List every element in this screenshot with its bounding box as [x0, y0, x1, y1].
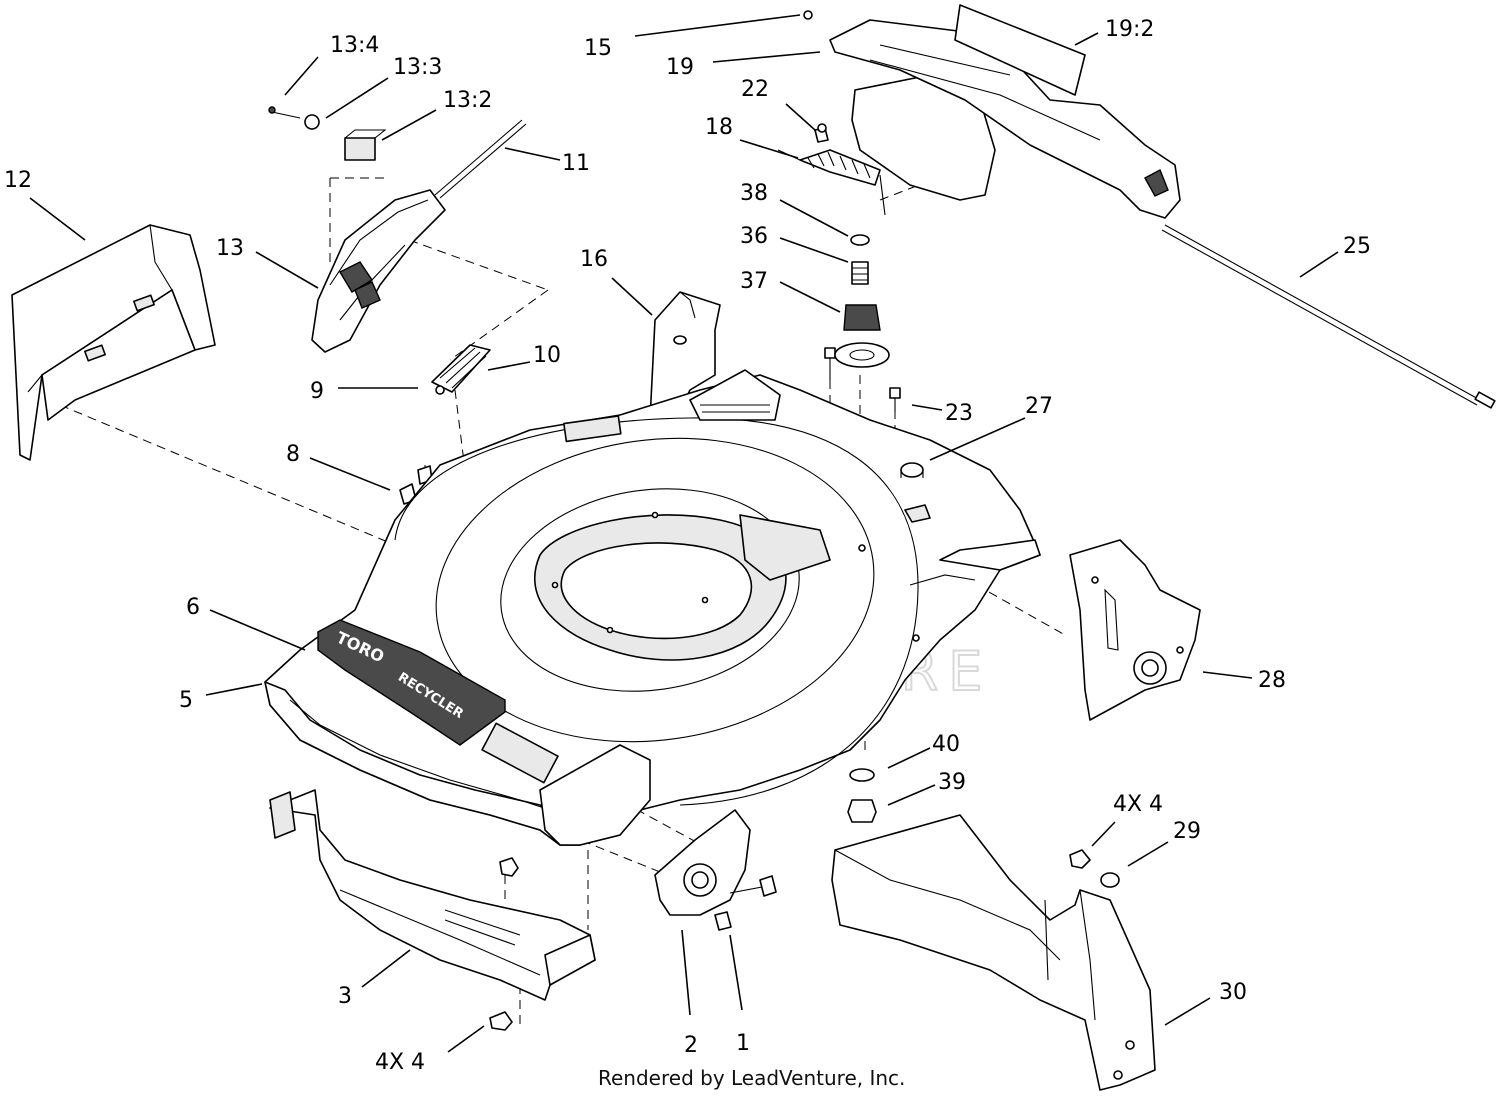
- discharge-door: [829, 4, 1181, 219]
- callout-12: 12: [4, 168, 32, 193]
- callout-labels: 13:4 13:3 13:2 12 11 13 15 19 19:2 22 18…: [4, 17, 1371, 1075]
- baffle-nut: [489, 1011, 513, 1031]
- callout-39: 39: [938, 770, 966, 795]
- callout-19-2: 19:2: [1105, 17, 1154, 42]
- callout-18: 18: [705, 115, 733, 140]
- callout-8: 8: [286, 442, 300, 467]
- callout-10: 10: [533, 343, 561, 368]
- hinge-pin: [803, 10, 813, 20]
- leader-lines: [29, 14, 1339, 1053]
- callout-15: 15: [584, 36, 612, 61]
- spring-screw: [814, 123, 829, 143]
- rear-flap: [11, 224, 216, 461]
- torsion-spring: [777, 149, 886, 216]
- callout-25: 25: [1343, 234, 1371, 259]
- deck-plug: [900, 462, 924, 478]
- height-adjust-lever: [268, 106, 446, 353]
- callout-22: 22: [741, 77, 769, 102]
- callout-40: 40: [932, 732, 960, 757]
- right-height-bracket: [1069, 539, 1201, 721]
- callout-13-2: 13:2: [443, 88, 492, 113]
- callout-19: 19: [666, 55, 694, 80]
- callout-37: 37: [740, 269, 768, 294]
- callout-11: 11: [562, 151, 590, 176]
- callout-28: 28: [1258, 668, 1286, 693]
- latch-spring: [431, 344, 491, 395]
- callout-16: 16: [580, 247, 608, 272]
- axle-hardware: [847, 768, 877, 823]
- callout-27: 27: [1025, 394, 1053, 419]
- front-axle-bracket: [654, 809, 777, 931]
- callout-4x4-left: 4X 4: [375, 1050, 425, 1075]
- height-knob-stack: [834, 234, 890, 368]
- hinge-rod: [1161, 224, 1496, 409]
- rear-baffle: [831, 814, 1156, 1091]
- callout-38: 38: [740, 181, 768, 206]
- callout-13: 13: [216, 236, 244, 261]
- callout-1: 1: [736, 1031, 750, 1056]
- callout-23: 23: [945, 401, 973, 426]
- mower-deck: TORO RECYCLER: [264, 369, 1041, 846]
- callout-4x4-right: 4X 4: [1113, 792, 1163, 817]
- callout-5: 5: [179, 688, 193, 713]
- callout-6: 6: [186, 595, 200, 620]
- callout-36: 36: [740, 224, 768, 249]
- adjust-rod: [434, 119, 527, 199]
- callout-29: 29: [1173, 819, 1201, 844]
- front-baffle: [269, 789, 596, 1001]
- callout-13-3: 13:3: [393, 55, 442, 80]
- deck-nut: [499, 857, 519, 877]
- render-credit: Rendered by LeadVenture, Inc.: [598, 1066, 905, 1090]
- callout-2: 2: [684, 1033, 698, 1058]
- callout-3: 3: [338, 984, 352, 1009]
- rear-baffle-nuts: [1069, 849, 1120, 888]
- callout-13-4: 13:4: [330, 33, 379, 58]
- callout-9: 9: [310, 379, 324, 404]
- callout-30: 30: [1219, 980, 1247, 1005]
